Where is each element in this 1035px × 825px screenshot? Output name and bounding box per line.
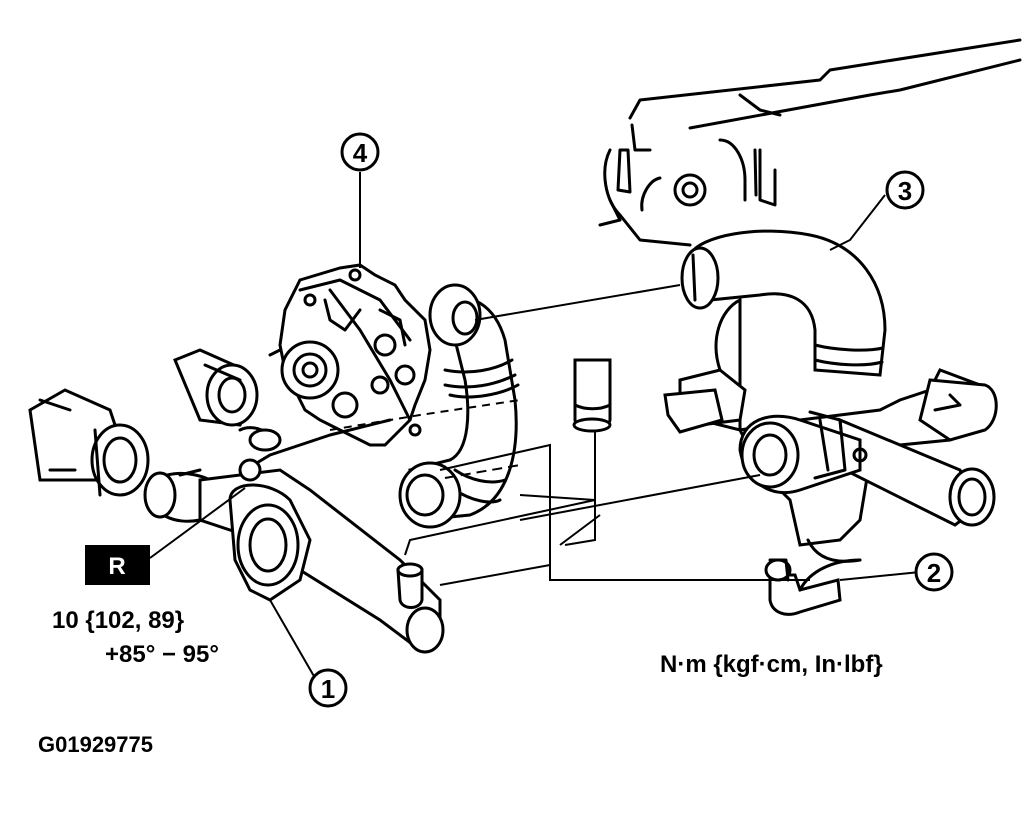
engine-block-outline: [598, 38, 1022, 247]
callout-2: 2: [914, 552, 954, 592]
pump-outlet-hose: [398, 283, 520, 529]
units-note: N·m {kgf·cm, In·lbf}: [660, 651, 883, 678]
callout-1: 1: [308, 668, 348, 708]
callout-leaders: [149, 172, 921, 679]
callout-1-label: 1: [321, 674, 335, 704]
upper-radiator-hose: [680, 229, 887, 377]
connection-lines: [329, 284, 810, 586]
callout-4-label: 4: [353, 138, 368, 168]
callout-4: 4: [340, 132, 380, 172]
thermostat-housing: [663, 297, 998, 547]
water-pump: [268, 263, 432, 447]
left-upper-hose: [173, 348, 259, 427]
torque-angle: +85° − 95°: [105, 641, 219, 668]
callout-3-label: 3: [898, 176, 912, 206]
torque-value: 10 {102, 89}: [52, 607, 184, 634]
callout-3: 3: [885, 170, 925, 210]
replace-badge: R: [85, 545, 150, 585]
figure-id: G01929775: [38, 732, 153, 757]
callout-2-label: 2: [927, 558, 941, 588]
bypass-hose: [764, 538, 862, 616]
replace-badge-label: R: [108, 553, 125, 580]
small-pipe: [572, 358, 612, 433]
left-heater-hose: [28, 388, 150, 497]
replace-badge-box: [85, 545, 150, 585]
coolant-inlet-pipe: [143, 418, 445, 654]
